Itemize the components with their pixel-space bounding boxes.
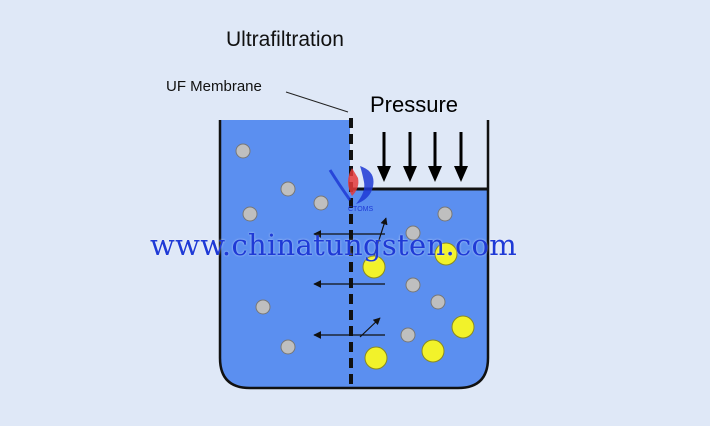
small-particle <box>255 299 271 315</box>
pressure-label: Pressure <box>370 92 459 117</box>
arrow-down-icon <box>403 132 417 182</box>
small-particle <box>235 143 251 159</box>
flow-arrows <box>313 217 388 339</box>
small-particle <box>313 195 329 211</box>
arrow-down-icon <box>377 132 391 182</box>
small-particle <box>437 206 453 222</box>
membrane-leader-line <box>285 91 349 113</box>
small-particle <box>280 339 296 355</box>
large-particle <box>364 346 388 370</box>
container-outline <box>218 120 490 390</box>
small-particles-feed <box>400 206 453 343</box>
large-particle <box>434 242 458 266</box>
ctoms-logo-icon <box>328 166 374 204</box>
small-particle <box>405 225 421 241</box>
watermark-url: www.chinatungsten.com <box>150 228 518 262</box>
large-particle <box>362 255 386 279</box>
membrane-label: UF Membrane <box>166 78 262 95</box>
diagram-title: Ultrafiltration <box>226 28 344 51</box>
small-particle <box>405 277 421 293</box>
large-particle <box>421 339 445 363</box>
watermark-logo-text: CTOMS <box>348 206 374 213</box>
small-particles-permeate <box>235 143 329 355</box>
small-particle <box>430 294 446 310</box>
small-particle <box>280 181 296 197</box>
arrow-deflect-icon <box>359 317 381 338</box>
permeate-liquid <box>220 120 350 388</box>
small-particle <box>400 327 416 343</box>
arrow-down-icon <box>428 132 442 182</box>
pressure-arrows <box>377 132 468 182</box>
large-particle <box>451 315 475 339</box>
arrow-down-icon <box>454 132 468 182</box>
small-particle <box>242 206 258 222</box>
large-particles <box>362 242 475 370</box>
arrow-deflect-icon <box>371 217 388 263</box>
